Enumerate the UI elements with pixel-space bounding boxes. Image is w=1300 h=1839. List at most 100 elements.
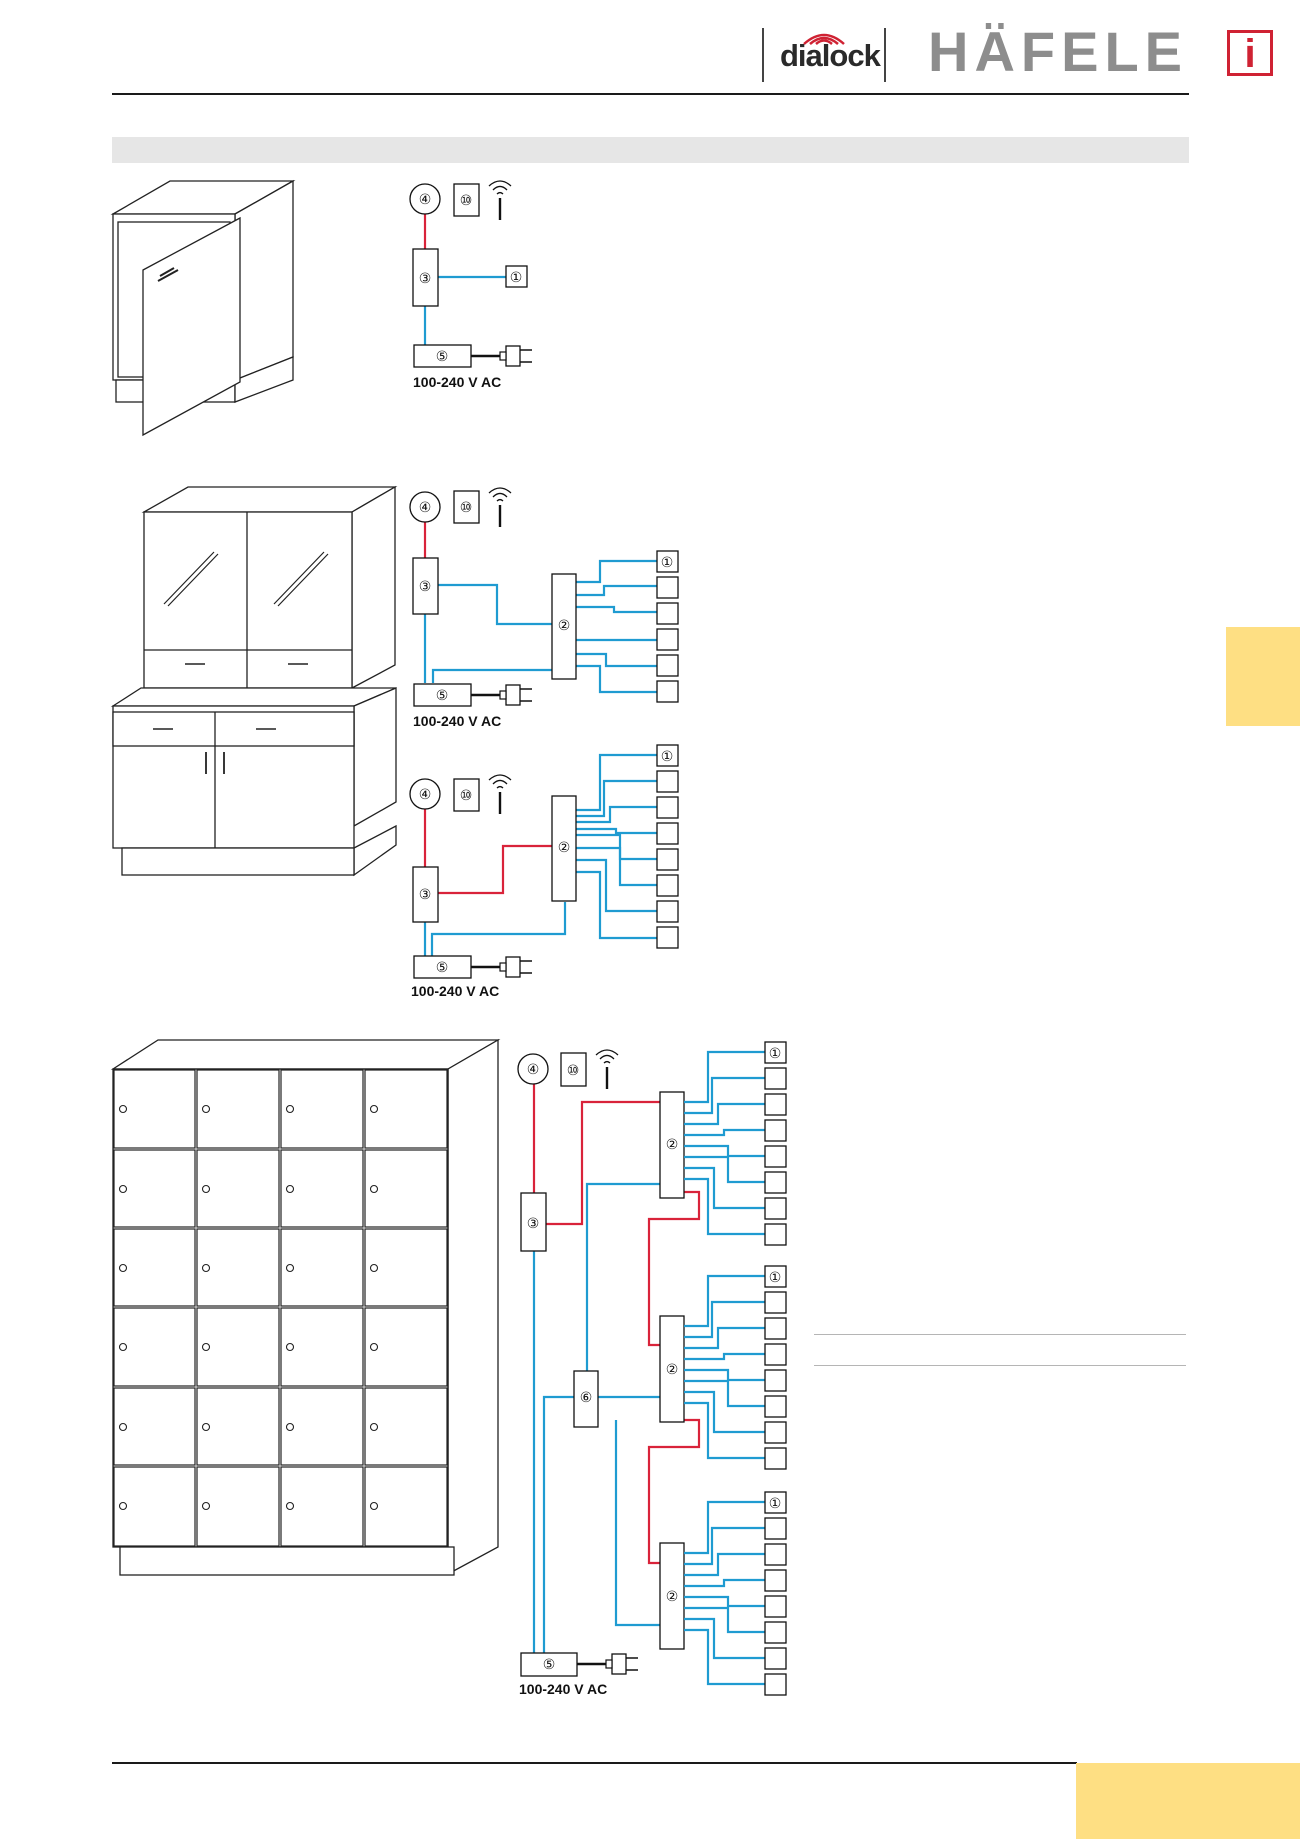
locker-door <box>113 1228 196 1307</box>
distributor-label: ② <box>558 840 571 856</box>
data-cable <box>684 1352 765 1361</box>
lock-box <box>764 1171 787 1194</box>
data-cable <box>684 1144 765 1158</box>
distributor-label: ② <box>666 1362 679 1378</box>
locker-door <box>113 1387 196 1466</box>
data-cable <box>684 1326 765 1350</box>
locker-keyhole-icon <box>369 1104 379 1114</box>
locker-door <box>196 1069 280 1149</box>
data-cable <box>684 1617 765 1660</box>
lock-box <box>764 1673 787 1696</box>
voltage-label: 100-240 V AC <box>413 713 501 729</box>
locker-keyhole-icon <box>285 1263 295 1273</box>
data-cable <box>684 1076 765 1115</box>
hub-label: ⑥ <box>580 1390 593 1406</box>
data-cable <box>684 1177 765 1236</box>
terminal-label: ③ <box>527 1216 540 1232</box>
dialock-wave-icon <box>803 33 845 45</box>
lock-box <box>764 1093 787 1116</box>
wiring-diagram-2 <box>409 486 679 707</box>
lock-box <box>764 1291 787 1314</box>
locker-keyhole-icon <box>201 1501 211 1511</box>
locker-door <box>364 1387 448 1466</box>
reader-label: ④ <box>527 1062 540 1078</box>
lock-box <box>505 265 528 288</box>
display-cabinet-illustration <box>110 485 398 877</box>
footer-tab <box>1076 1763 1300 1839</box>
data-cable <box>684 1526 765 1566</box>
lock-box <box>764 1119 787 1142</box>
terminal-label: ③ <box>419 579 432 595</box>
locker-door <box>196 1387 280 1466</box>
locker-keyhole-icon <box>201 1342 211 1352</box>
power-plug-icon <box>499 345 533 367</box>
token-label: ⑩ <box>460 788 473 804</box>
footer-rule <box>112 1762 1077 1764</box>
lock-label: ① <box>769 1270 782 1286</box>
locker-door <box>364 1228 448 1307</box>
distributor-label: ② <box>666 1137 679 1153</box>
lock-box <box>764 1517 787 1540</box>
locker-keyhole-icon <box>118 1342 128 1352</box>
data-cable <box>684 1155 765 1184</box>
locker-door <box>113 1466 196 1547</box>
header-separator <box>884 28 886 82</box>
lock-box <box>764 1569 787 1592</box>
data-cable <box>684 1628 765 1686</box>
locker-keyhole-icon <box>201 1184 211 1194</box>
hafele-logo: HÄFELE <box>928 20 1188 83</box>
distributor-label: ② <box>666 1589 679 1605</box>
lock-box <box>764 1621 787 1644</box>
reader-label: ④ <box>419 787 432 803</box>
chapter-tab[interactable] <box>1226 627 1300 726</box>
reader-label: ④ <box>419 192 432 208</box>
locker-door <box>113 1149 196 1228</box>
power-supply-label: ⑤ <box>436 688 449 704</box>
data-cable <box>684 1578 765 1588</box>
locker-keyhole-icon <box>285 1342 295 1352</box>
locker-keyhole-icon <box>285 1184 295 1194</box>
voltage-label: 100-240 V AC <box>411 983 499 999</box>
locker-door <box>364 1069 448 1149</box>
power-supply-label: ⑤ <box>543 1657 556 1673</box>
voltage-label: 100-240 V AC <box>519 1681 607 1697</box>
lock-box <box>764 1041 787 1064</box>
locker-door <box>113 1069 196 1149</box>
locker-door <box>196 1466 280 1547</box>
lock-box <box>764 1067 787 1090</box>
wiring-diagram-1: ④ ⑩ ③ ① ⑤ 100-240 V AC <box>409 179 533 390</box>
locker-keyhole-icon <box>118 1184 128 1194</box>
lock-box <box>764 1223 787 1246</box>
data-cable <box>684 1552 765 1577</box>
data-cable <box>684 1401 765 1460</box>
locker-keyhole-icon <box>118 1104 128 1114</box>
legend-divider <box>814 1365 1186 1366</box>
locker-door <box>364 1307 448 1387</box>
data-cable <box>684 1300 765 1339</box>
locker-doors <box>113 1069 448 1547</box>
info-letter: i <box>1244 32 1256 76</box>
data-cable <box>684 1500 765 1555</box>
distributor-box <box>659 1315 685 1423</box>
lock-box <box>764 1145 787 1168</box>
power-supply-label: ⑤ <box>436 349 449 365</box>
locker-door <box>280 1228 364 1307</box>
locker-keyhole-icon <box>201 1422 211 1432</box>
reader-icon <box>409 183 441 215</box>
locker-keyhole-icon <box>285 1104 295 1114</box>
data-cable <box>684 1166 765 1210</box>
locker-keyhole-icon <box>285 1422 295 1432</box>
data-cable <box>684 1274 765 1328</box>
lock-box <box>764 1543 787 1566</box>
voltage-label: 100-240 V AC <box>413 374 501 390</box>
wifi-icon <box>487 179 513 222</box>
section-header-bar <box>112 137 1189 163</box>
lock-box <box>764 1421 787 1444</box>
info-icon[interactable]: i <box>1227 30 1273 76</box>
locker-keyhole-icon <box>201 1263 211 1273</box>
token-icon <box>453 183 480 217</box>
lock-box <box>764 1369 787 1392</box>
locker-door <box>280 1307 364 1387</box>
locker-keyhole-icon <box>118 1263 128 1273</box>
